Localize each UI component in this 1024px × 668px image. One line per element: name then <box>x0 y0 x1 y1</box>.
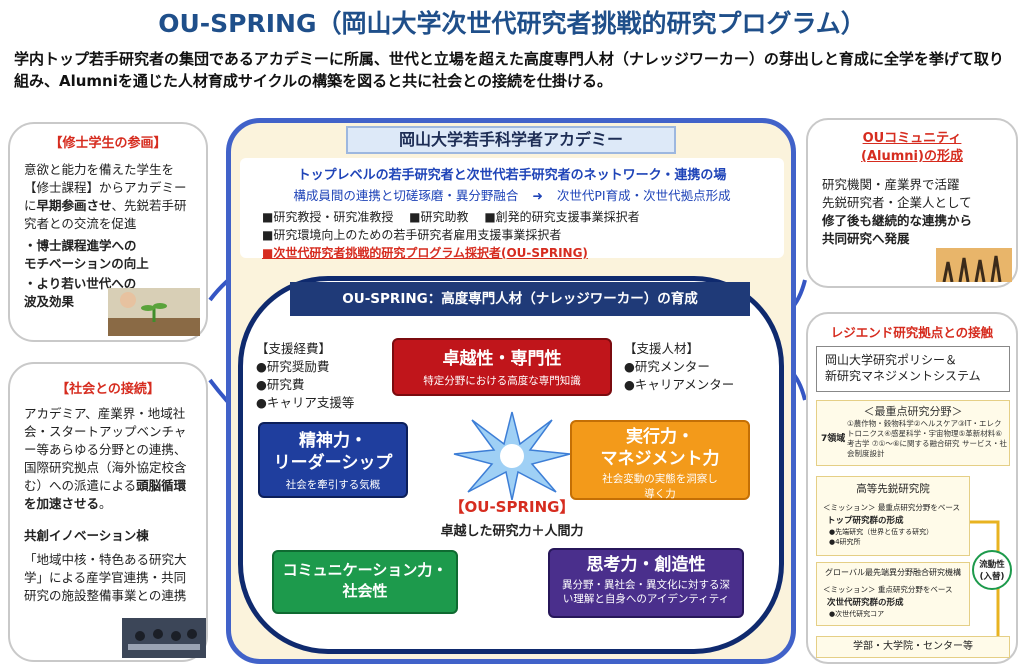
network-subtitle: 構成員間の連携と切磋琢磨・異分野融合 ➜ 次世代PI育成・次世代拠点形成 <box>293 188 731 203</box>
student-benefit-2: ・より若い世代への 波及効果 <box>24 276 137 309</box>
right-arrow-icon: ➜ <box>532 188 543 203</box>
ou-spring-header: OU-SPRING：高度専門人材（ナレッジワーカー）の育成 <box>290 282 750 316</box>
meeting-photo <box>122 618 206 658</box>
society-connection-heading: 【社会との接続】 <box>56 382 160 397</box>
tile-spirit: 精神力・ リーダーシップ 社会を牽引する気概 <box>258 422 408 498</box>
network-title: トップレベルの若手研究者と次世代若手研究者のネットワーク・連携の場 <box>297 168 727 183</box>
tile-thinking: 思考力・創造性 異分野・異社会・異文化に対する深い理解と自身へのアイデンティティ <box>548 548 744 618</box>
tile-excellence: 卓越性・専門性 特定分野における高度な専門知識 <box>392 338 612 396</box>
burst-icon <box>453 411 571 500</box>
alumni-text: 研究機関・産業界で活躍 先鋭研究者・企業人として <box>822 177 972 210</box>
student-participation-panel: 【修士学生の参画】 意欲と能力を備えた学生を【修士課程】からアカデミーに早期参画… <box>8 122 208 342</box>
tile-execution: 実行力・ マネジメント力 社会変動の実態を洞察し 導く力 <box>570 420 750 500</box>
network-box: トップレベルの若手研究者と次世代若手研究者のネットワーク・連携の場 構成員間の連… <box>240 158 784 260</box>
center-subtitle: 卓越した研究力＋人間力 <box>440 524 584 539</box>
page-title: OU-SPRING（岡山大学次世代研究者挑戦的研究プログラム） <box>158 9 866 38</box>
intro-text: 学内トップ若手研究者の集団であるアカデミーに所属、世代と立場を超えた高度専門人材… <box>14 50 1004 90</box>
global-organization-box: グローバル最先端異分野融合研究機構 ＜ミッション＞ 重点研究分野をベース 次世代… <box>816 562 970 626</box>
sprout-photo <box>108 288 200 336</box>
funding-list: 【支援経費】 ●研究奨励費 ●研究費 ●キャリア支援等 <box>256 341 355 410</box>
society-connection-panel: 【社会との接続】 アカデミア、産業界・地域社会・スタートアップベンチャー等あらゆ… <box>8 362 208 662</box>
student-benefit-1: ・博士課程進学への モチベーションの向上 <box>24 238 149 271</box>
co-creation-building-text: 「地域中核・特色ある研究大学」による産学官連携・共同研究の施設整備事業との連携 <box>24 552 187 603</box>
research-policy-box: 岡山大学研究ポリシー＆ 新研究マネジメントシステム <box>816 346 1010 392</box>
focus-fields-label: 7領域 <box>821 434 846 444</box>
research-hub-heading: レジエンド研究拠点との接触 <box>830 325 994 340</box>
student-participation-text: 意欲と能力を備えた学生を【修士課程】からアカデミーに早期参画させ、先鋭若手研究者… <box>24 162 187 231</box>
global-organization-title: グローバル最先端異分野融合研究機構 <box>825 568 961 577</box>
student-participation-heading: 【修士学生の参画】 <box>49 136 167 151</box>
focus-fields-text: ①農作物・穀物科学②ヘルスケア③IT・エレクトロニクス④感星科学・宇宙物理⑤革新… <box>847 419 1007 458</box>
members-row-1: ■研究教授・研究准教授 ■研究助教 ■創発的研究支援事業採択者 <box>262 210 640 224</box>
alumni-heading: OUコミュニティ (Alumni)の形成 <box>861 131 963 164</box>
celebration-photo <box>936 248 1012 282</box>
mobility-badge: 流動性 (入替) <box>972 550 1012 590</box>
staff-list: 【支援人材】 ●研究メンター ●キャリアメンター <box>624 341 735 392</box>
alumni-text-bold: 修了後も継続的な連携から 共同研究へ発展 <box>822 213 973 246</box>
alumni-community-panel: OUコミュニティ (Alumni)の形成 研究機関・産業界で活躍 先鋭研究者・企… <box>806 118 1018 288</box>
co-creation-building-heading: 共創イノベーション棟 <box>24 528 149 543</box>
members-row-2: ■研究環境向上のための若手研究者雇用支援事業採択者 <box>262 228 562 242</box>
research-hub-panel: レジエンド研究拠点との接触 岡山大学研究ポリシー＆ 新研究マネジメントシステム … <box>806 312 1018 664</box>
tile-communication: コミュニケーション力・ 社会性 <box>272 550 458 614</box>
advanced-institute-box: 高等先鋭研究院 ＜ミッション＞ 最重点研究分野をベース トップ研究群の形成 ●先… <box>816 476 970 556</box>
members-row-3: ■次世代研究者挑戦的研究プログラム採択者(OU-SPRING) <box>262 246 588 260</box>
society-connection-text: アカデミア、産業界・地域社会・スタートアップベンチャー等あらゆる分野との連携、国… <box>24 406 187 511</box>
focus-fields-box: ＜最重点研究分野＞ 7領域 ①農作物・穀物科学②ヘルスケア③IT・エレクトロニク… <box>816 400 1010 466</box>
faculty-box: 学部・大学院・センター等 <box>816 636 1010 658</box>
advanced-institute-title: 高等先鋭研究院 <box>856 483 930 495</box>
focus-fields-title: ＜最重点研究分野＞ <box>863 405 963 418</box>
center-label: 【OU-SPRING】 <box>449 498 575 516</box>
academy-title: 岡山大学若手科学者アカデミー <box>346 126 676 154</box>
